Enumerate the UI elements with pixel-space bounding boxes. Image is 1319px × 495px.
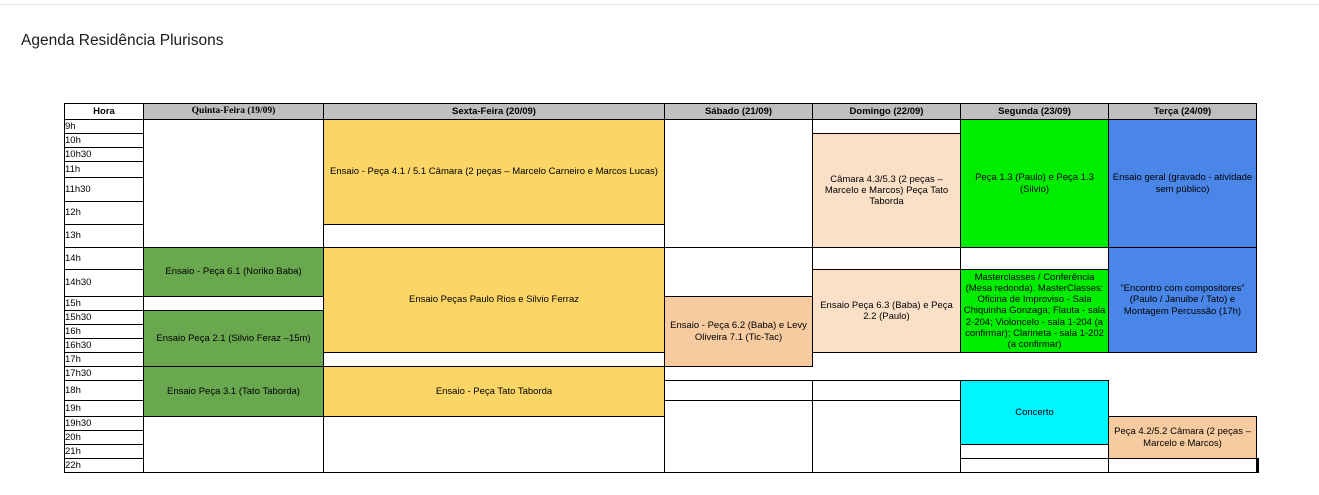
table-row: 16h30 [64, 338, 1259, 353]
cell-sun-14h [812, 247, 961, 270]
time-label-18h: 18h [64, 380, 144, 401]
time-label-10h30: 10h30 [64, 147, 144, 162]
event-fri-ensaio-paulo-silvio[interactable]: Ensaio Peças Paulo Rios e Silvio Ferraz [323, 247, 665, 353]
table-row: 22h [64, 458, 1259, 473]
time-label-10h: 10h [64, 133, 144, 148]
table-row: 21h [64, 444, 1259, 459]
time-label-16h30: 16h30 [64, 338, 144, 353]
event-tue-encontro-compositores[interactable]: “Encontro com compositores” (Paulo / Jan… [1108, 247, 1257, 353]
table-row: 15h30 Ensaio Peça 2.1 (Silvio Feraz –15m… [64, 310, 1259, 367]
time-label-21h: 21h [64, 444, 144, 459]
cell-thu-evening [143, 416, 324, 473]
event-thu-ensaio-31[interactable]: Ensaio Peça 3.1 (Tato Taborda) [143, 366, 324, 417]
table-row: 16h [64, 324, 1259, 339]
cell-thu-15h [143, 296, 324, 311]
time-label-13h: 13h [64, 224, 144, 248]
column-header-sexta: Sexta-Feira (20/09) [323, 103, 665, 120]
time-label-9h: 9h [64, 119, 144, 134]
time-label-15h: 15h [64, 296, 144, 311]
time-label-22h: 22h [64, 458, 144, 473]
time-label-15h30: 15h30 [64, 310, 144, 325]
table-row: 18h Concerto [64, 380, 1259, 445]
column-header-sabado: Sábado (21/09) [664, 103, 813, 120]
time-label-17h30: 17h30 [64, 366, 144, 381]
cell-sun-evening [664, 400, 813, 473]
cell-sun-22h [1108, 458, 1257, 473]
cell-tue-22h [1257, 458, 1259, 473]
time-label-19h30: 19h30 [64, 416, 144, 431]
time-label-17h: 17h [64, 352, 144, 367]
time-label-20h: 20h [64, 430, 144, 445]
column-header-hora: Hora [64, 103, 144, 120]
table-row: 15h Ensaio - Peça 6.2 (Baba) e Levy Oliv… [64, 296, 1259, 367]
cell-sat-morning [664, 119, 813, 248]
column-header-segunda: Segunda (23/09) [960, 103, 1109, 120]
window-top-edge [0, 0, 1319, 5]
cell-sun-18h [664, 380, 813, 401]
time-label-12h: 12h [64, 201, 144, 225]
table-row: 11h30 [64, 177, 1259, 202]
cell-mon-evening [812, 400, 961, 473]
table-row: 11h [64, 161, 1259, 178]
event-tue-ensaio-geral[interactable]: Ensaio geral (gravado - atividade sem pú… [1108, 119, 1257, 248]
event-thu-ensaio-21[interactable]: Ensaio Peça 2.1 (Silvio Feraz –15m) [143, 310, 324, 367]
time-label-14h: 14h [64, 247, 144, 270]
time-label-19h: 19h [64, 400, 144, 417]
table-row: 14h30 Ensaio Peça 6.3 (Baba) e Peça 2.2 … [64, 269, 1259, 353]
event-mon-masterclasses[interactable]: Masterclasses / Conferência (Mesa redond… [960, 269, 1109, 353]
event-sat-ensaio-62[interactable]: Ensaio - Peça 6.2 (Baba) e Levy Oliveira… [664, 296, 813, 367]
event-fri-ensaio-tato[interactable]: Ensaio - Peça Tato Taborda [323, 366, 665, 417]
cell-fri-evening [323, 416, 665, 473]
table-row: 17h30 Ensaio Peça 3.1 (Tato Taborda) Ens… [64, 366, 1259, 417]
event-thu-ensaio-61[interactable]: Ensaio - Peça 6.1 (Noriko Baba) [143, 247, 324, 297]
cell-fri-13h [323, 224, 665, 248]
cell-mon-18h [812, 380, 961, 401]
time-label-16h: 16h [64, 324, 144, 339]
event-tue-concerto[interactable]: Concerto [960, 380, 1109, 445]
table-row: 10h Câmara 4.3/5.3 (2 peças – Marcelo e … [64, 133, 1259, 248]
time-label-11h30: 11h30 [64, 177, 144, 202]
cell-sat-22h [960, 458, 1109, 473]
cell-sun-9h [812, 119, 961, 134]
table-header-row: Hora Quinta-Feira (19/09) Sexta-Feira (2… [64, 103, 1259, 120]
event-sat-peca-42-52[interactable]: Peça 4.2/5.2 Câmara (2 peças – Marcelo e… [1108, 416, 1257, 459]
table-row: 14h Ensaio - Peça 6.1 (Noriko Baba) Ensa… [64, 247, 1259, 353]
table-row: 13h [64, 224, 1259, 248]
event-mon-peca-13[interactable]: Peça 1.3 (Paulo) e Peça 1.3 (Silvio) [960, 119, 1109, 248]
column-header-domingo: Domingo (22/09) [812, 103, 961, 120]
schedule-table: Hora Quinta-Feira (19/09) Sexta-Feira (2… [64, 103, 1259, 473]
column-header-terca: Terça (24/09) [1108, 103, 1257, 120]
time-label-11h: 11h [64, 161, 144, 178]
table-row: 10h30 [64, 147, 1259, 162]
cell-thu-morning [143, 119, 324, 248]
cell-mon-14h [960, 247, 1109, 270]
table-row: 19h [64, 400, 1259, 473]
table-row: 9h Ensaio - Peça 4.1 / 5.1 Câmara (2 peç… [64, 119, 1259, 248]
event-fri-ensaio-41-51[interactable]: Ensaio - Peça 4.1 / 5.1 Câmara (2 peças … [323, 119, 665, 225]
cell-sat-14h [664, 247, 813, 297]
event-sun-camara-43-53[interactable]: Câmara 4.3/5.3 (2 peças – Marcelo e Marc… [812, 133, 961, 248]
table-row: 19h30 Peça 4.2/5.2 Câmara (2 peças – Mar… [64, 416, 1259, 473]
time-label-14h30: 14h30 [64, 269, 144, 297]
event-sun-ensaio-63[interactable]: Ensaio Peça 6.3 (Baba) e Peça 2.2 (Paulo… [812, 269, 961, 353]
table-row: 17h [64, 352, 1259, 367]
page-title: Agenda Residência Plurisons [21, 32, 224, 49]
column-header-quinta: Quinta-Feira (19/09) [143, 103, 324, 120]
